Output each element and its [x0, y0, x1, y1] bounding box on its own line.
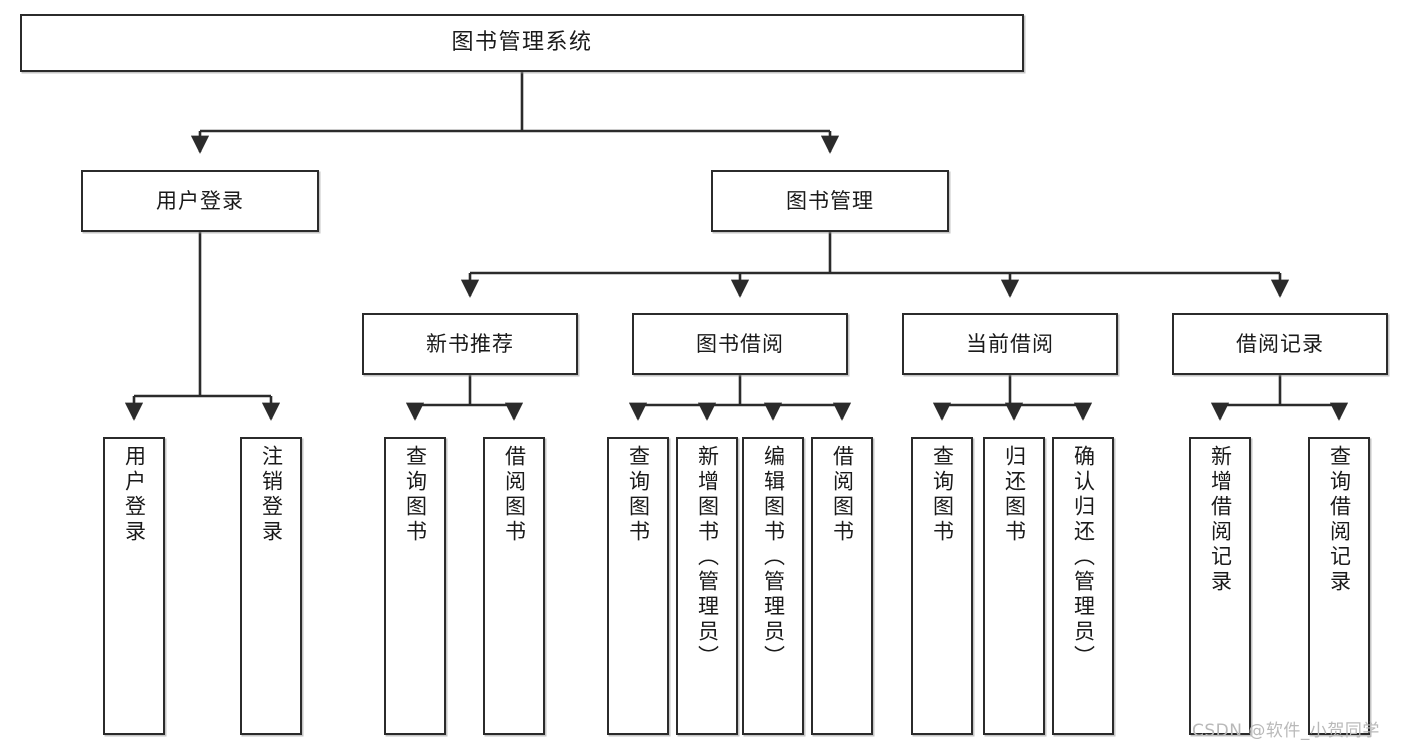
leaf-return-book[interactable]: 归还图书: [983, 437, 1045, 735]
node-current-borrow-label: 当前借阅: [966, 331, 1054, 356]
leaf-borrow-book-2[interactable]: 借阅图书: [811, 437, 873, 735]
leaf-query-record[interactable]: 查询借阅记录: [1308, 437, 1370, 735]
node-user-login[interactable]: 用户登录: [81, 170, 319, 232]
leaf-query-book-1[interactable]: 查询图书: [384, 437, 446, 735]
node-current-borrow[interactable]: 当前借阅: [902, 313, 1118, 375]
node-borrow-record-label: 借阅记录: [1236, 331, 1324, 356]
leaf-logout-label: 注销登录: [259, 445, 284, 545]
leaf-confirm-return[interactable]: 确认归还（管理员）: [1052, 437, 1114, 735]
leaf-add-book[interactable]: 新增图书（管理员）: [676, 437, 738, 735]
csdn-watermark: CSDN @软件_小贺同学: [1192, 721, 1380, 741]
leaf-borrow-book-1[interactable]: 借阅图书: [483, 437, 545, 735]
leaf-confirm-return-label: 确认归还（管理员）: [1071, 445, 1096, 670]
node-book-manage[interactable]: 图书管理: [711, 170, 949, 232]
leaf-query-book-3[interactable]: 查询图书: [911, 437, 973, 735]
leaf-query-book-2[interactable]: 查询图书: [607, 437, 669, 735]
leaf-add-record-label: 新增借阅记录: [1208, 445, 1233, 595]
node-book-borrow-label: 图书借阅: [696, 331, 784, 356]
leaf-borrow-book-2-label: 借阅图书: [830, 445, 855, 545]
leaf-query-book-1-label: 查询图书: [403, 445, 428, 545]
leaf-borrow-book-1-label: 借阅图书: [502, 445, 527, 545]
node-new-book-recommend-label: 新书推荐: [426, 331, 514, 356]
leaf-query-book-3-label: 查询图书: [930, 445, 955, 545]
leaf-add-record[interactable]: 新增借阅记录: [1189, 437, 1251, 735]
node-root[interactable]: 图书管理系统: [20, 14, 1024, 72]
node-root-label: 图书管理系统: [451, 30, 593, 56]
node-new-book-recommend[interactable]: 新书推荐: [362, 313, 578, 375]
node-user-login-label: 用户登录: [156, 188, 244, 213]
node-book-manage-label: 图书管理: [786, 188, 874, 213]
leaf-edit-book-label: 编辑图书（管理员）: [761, 445, 786, 670]
leaf-edit-book[interactable]: 编辑图书（管理员）: [742, 437, 804, 735]
leaf-query-record-label: 查询借阅记录: [1327, 445, 1352, 595]
node-book-borrow[interactable]: 图书借阅: [632, 313, 848, 375]
leaf-add-book-label: 新增图书（管理员）: [695, 445, 720, 670]
node-borrow-record[interactable]: 借阅记录: [1172, 313, 1388, 375]
leaf-user-login[interactable]: 用户登录: [103, 437, 165, 735]
leaf-query-book-2-label: 查询图书: [626, 445, 651, 545]
leaf-user-login-label: 用户登录: [122, 445, 147, 545]
leaf-logout[interactable]: 注销登录: [240, 437, 302, 735]
leaf-return-book-label: 归还图书: [1002, 445, 1027, 545]
